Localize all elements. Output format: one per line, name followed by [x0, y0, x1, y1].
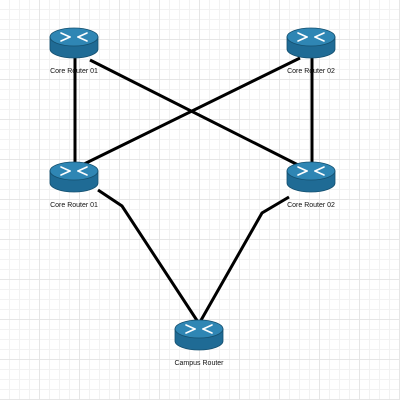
link-core02top-core01mid[interactable] [79, 56, 301, 168]
router-core-router-02-top[interactable]: Core Router 02 [286, 27, 336, 75]
router-label: Core Router 01 [50, 202, 98, 209]
link-core01top-core02mid[interactable] [89, 58, 313, 174]
router-icon [286, 27, 336, 59]
router-icon [174, 319, 224, 351]
router-campus-router[interactable]: Campus Router [174, 319, 224, 367]
router-label: Core Router 02 [287, 202, 335, 209]
router-core-router-01-mid[interactable]: Core Router 01 [49, 161, 99, 209]
router-label: Core Router 02 [287, 68, 335, 75]
router-core-router-01-top[interactable]: Core Router 01 [49, 27, 99, 75]
link-core02mid-campus[interactable] [198, 195, 290, 323]
router-core-router-02-mid[interactable]: Core Router 02 [286, 161, 336, 209]
router-label: Core Router 01 [50, 68, 98, 75]
router-icon [286, 161, 336, 193]
links-layer [73, 55, 314, 323]
link-core01mid-campus[interactable] [97, 188, 200, 323]
router-icon [49, 161, 99, 193]
router-label: Campus Router [174, 360, 224, 367]
router-icon [49, 27, 99, 59]
